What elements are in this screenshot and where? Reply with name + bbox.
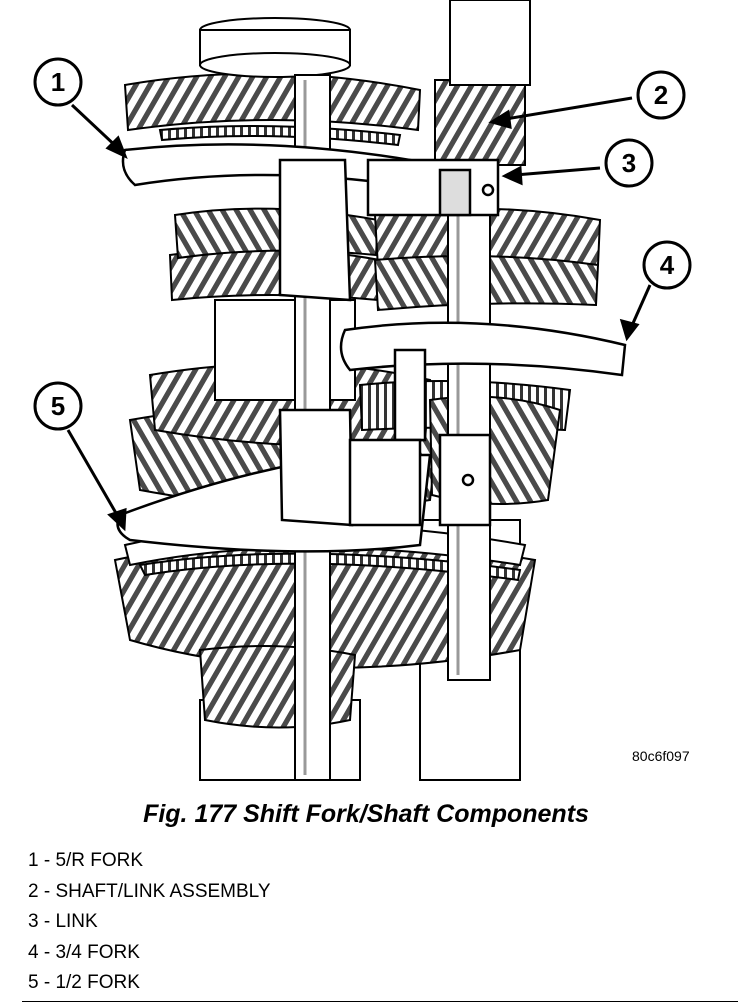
legend-item-5: 5 - 1/2 FORK <box>28 972 140 993</box>
callout-1: 1 <box>33 57 83 107</box>
shift-shaft-right <box>447 159 491 681</box>
figure-code: 80c6f097 <box>632 748 690 764</box>
leader-lines <box>66 96 652 532</box>
fork-34 <box>339 321 627 442</box>
legend-item-1: 1 - 5/R FORK <box>28 850 144 871</box>
bottom-rule <box>22 1001 738 1002</box>
svg-text:2: 2 <box>654 80 668 110</box>
fork-12 <box>116 408 492 553</box>
callout-4: 4 <box>642 240 692 290</box>
legend-item-3: 3 - LINK <box>28 911 98 932</box>
callout-3: 3 <box>604 138 654 188</box>
legend-item-4: 4 - 3/4 FORK <box>28 941 140 963</box>
legend-list: 1 - 5/R FORK 2 - SHAFT/LINK ASSEMBLY 3 -… <box>28 846 271 999</box>
figure-caption: Fig. 177 Shift Fork/Shaft Components <box>143 800 589 828</box>
svg-text:4: 4 <box>660 250 675 280</box>
link <box>366 158 500 217</box>
top-cap <box>199 0 531 86</box>
shift-fork-shaft-illustration: 1 2 3 4 5 <box>33 0 692 781</box>
svg-text:1: 1 <box>51 67 65 97</box>
svg-text:5: 5 <box>51 391 65 421</box>
svg-text:3: 3 <box>622 148 636 178</box>
callout-5: 5 <box>33 381 83 431</box>
callout-2: 2 <box>636 70 686 120</box>
fork-5r <box>121 143 412 302</box>
legend-item-2: 2 - SHAFT/LINK ASSEMBLY <box>28 880 271 902</box>
